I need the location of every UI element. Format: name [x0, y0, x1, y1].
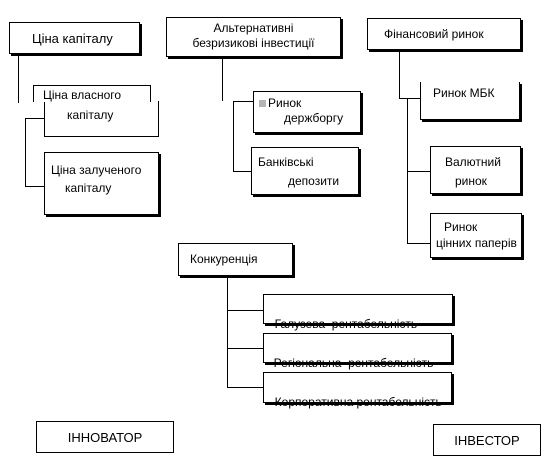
- investor-box: ІНВЕСТОР: [433, 424, 541, 456]
- competition-title: Конкуренція: [190, 252, 258, 266]
- connector-line: [227, 387, 263, 388]
- innovator-label: ІННОВАТОР: [67, 430, 143, 445]
- securities-market-label: Ринок: [444, 220, 478, 234]
- debt-cost-label: капіталу: [65, 181, 112, 195]
- connector-line: [25, 118, 26, 186]
- connector-line: [25, 118, 45, 119]
- regional-profitability-label: Регіональна рентабельність: [273, 356, 434, 370]
- connector-line: [25, 186, 45, 187]
- equity-cost-label: капіталу: [67, 108, 114, 122]
- bank-deposits-box: Банківські депозити: [251, 147, 359, 195]
- corporate-profitability-box: Корпоративна рентабельність: [263, 372, 452, 409]
- equity-cost-tab: Ціна власного: [33, 85, 151, 102]
- state-debt-market-box: Ринок держборгу: [253, 91, 361, 133]
- corporate-profitability-label: Корпоративна рентабельність: [274, 395, 442, 409]
- investor-label: ІНВЕСТОР: [454, 433, 520, 448]
- alternative-investments-title: Альтернативні: [213, 21, 294, 35]
- regional-profitability-box: Регіональна рентабельність: [263, 333, 452, 370]
- connector-line: [18, 55, 19, 103]
- connector-line: [233, 101, 234, 171]
- interbank-credit-market-box: Ринок МБК: [420, 82, 520, 120]
- connector-line: [407, 243, 430, 244]
- innovator-box: ІННОВАТОР: [36, 421, 174, 453]
- connector-line: [233, 101, 255, 102]
- bank-deposits-label: депозити: [288, 174, 340, 188]
- connector-line: [227, 310, 263, 311]
- connector-line: [407, 98, 408, 243]
- securities-market-label: цінних паперів: [436, 236, 517, 250]
- equity-cost-box: капіталу: [44, 101, 159, 137]
- alternative-investments-title: безризикові інвестиції: [192, 36, 315, 50]
- connector-line: [233, 171, 251, 172]
- competition-box: Конкуренція: [178, 243, 293, 276]
- connector-line: [399, 50, 400, 98]
- equity-cost-label: Ціна власного: [43, 88, 122, 102]
- currency-market-label: ринок: [455, 174, 487, 188]
- connector-line: [407, 171, 430, 172]
- financial-market-title: Фінансовий ринок: [384, 27, 484, 41]
- debt-cost-label: Ціна залученого: [51, 163, 142, 177]
- industry-profitability-box: Галузева рентабельність: [263, 294, 453, 331]
- connector-line: [222, 57, 223, 101]
- state-debt-market-label: держборгу: [284, 111, 344, 125]
- financial-market-box: Фінансовий ринок: [367, 18, 521, 50]
- industry-profitability-label: Галузева рентабельність: [274, 317, 418, 331]
- connector-line: [227, 277, 228, 387]
- cost-of-capital-box: Ціна капіталу: [9, 22, 140, 54]
- interbank-credit-market-label: Ринок МБК: [433, 86, 495, 100]
- state-debt-market-label: Ринок: [254, 96, 360, 111]
- currency-market-box: Валютний ринок: [430, 146, 521, 194]
- connector-line: [227, 348, 263, 349]
- securities-market-box: Ринок цінних паперів: [430, 213, 522, 258]
- marker-icon: [259, 100, 266, 107]
- bank-deposits-label: Банківські: [258, 155, 314, 169]
- cost-of-capital-title: Ціна капіталу: [32, 31, 113, 46]
- connector-line: [399, 98, 420, 99]
- debt-cost-box: Ціна залученого капіталу: [44, 152, 159, 215]
- alternative-investments-box: Альтернативні безризикові інвестиції: [166, 17, 341, 57]
- currency-market-label: Валютний: [445, 155, 501, 169]
